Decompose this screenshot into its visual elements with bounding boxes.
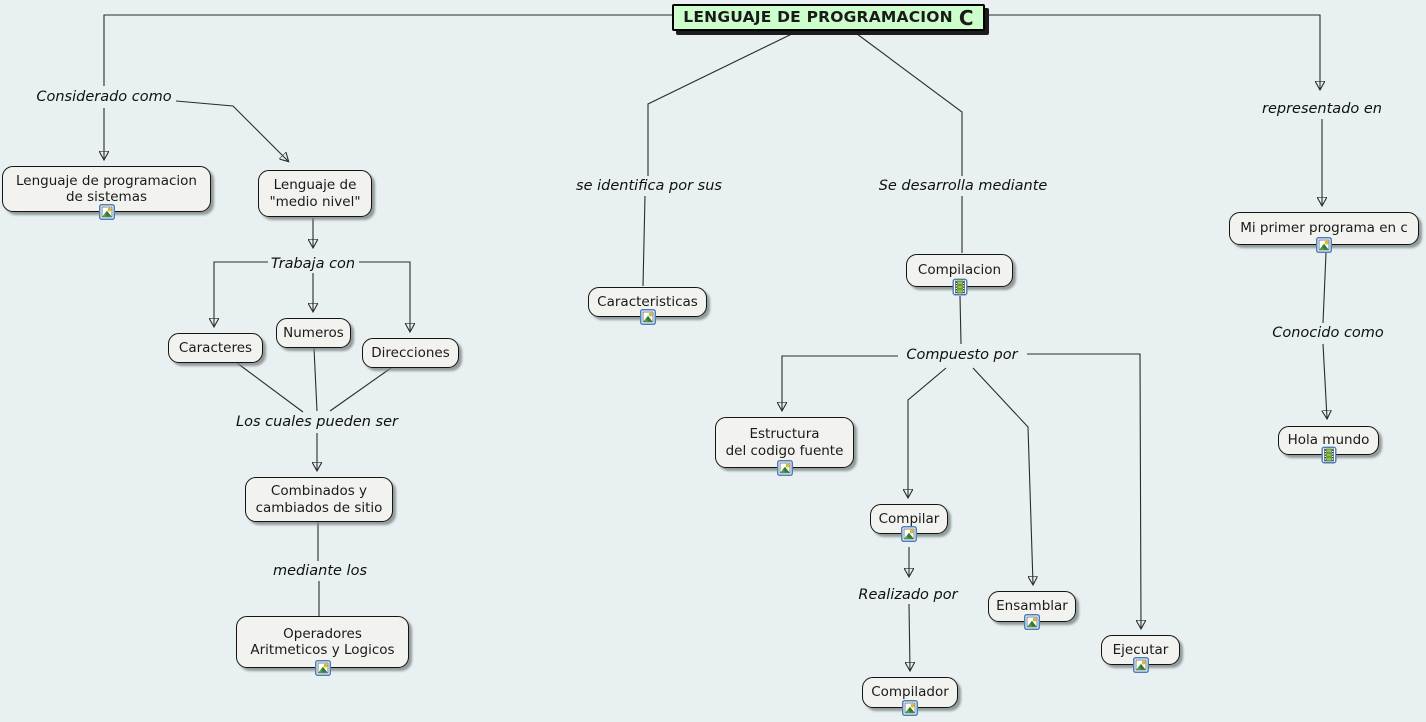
image-resource-icon[interactable]: [902, 700, 918, 716]
node-compilacion[interactable]: Compilacion: [906, 254, 1013, 287]
node-text: Aritmeticos y Logicos: [250, 642, 395, 658]
node-compilador[interactable]: Compilador: [862, 677, 958, 708]
image-resource-icon[interactable]: [901, 526, 917, 542]
node-text: cambiados de sitio: [255, 499, 383, 516]
node-ejecutar[interactable]: Ejecutar: [1101, 635, 1180, 665]
link-label-los-cuales-pueden-ser[interactable]: Los cuales pueden ser: [236, 414, 398, 430]
link-label-se-desarrolla-mediante[interactable]: Se desarrolla mediante: [878, 178, 1048, 194]
node-text: Ensamblar: [996, 598, 1068, 615]
node-text: Ejecutar: [1112, 641, 1169, 658]
link-label-conocido-como[interactable]: Conocido como: [1272, 325, 1384, 341]
link-label-compuesto-por[interactable]: Compuesto por: [906, 347, 1018, 363]
image-resource-icon[interactable]: [1316, 237, 1332, 253]
node-text: "medio nivel": [269, 193, 361, 210]
node-caracteristicas[interactable]: Caracteristicas: [588, 287, 707, 317]
node-direcciones[interactable]: Direcciones: [362, 338, 459, 368]
node-text: Mi primer programa en c: [1240, 220, 1408, 237]
node-text: Combinados y: [270, 483, 368, 500]
node-lenguaje-de-programacion-de-sistemas[interactable]: Lenguaje de programacion de sistemas: [2, 166, 211, 212]
video-resource-icon[interactable]: [952, 278, 967, 296]
node-text: Direcciones: [371, 344, 450, 361]
image-resource-icon[interactable]: [1133, 657, 1149, 673]
node-numeros[interactable]: Numeros: [276, 318, 351, 348]
node-operadores-aritmeticos-y-logicos[interactable]: Operadores Aritmeticos y Logicos: [236, 616, 409, 668]
link-label-mediante-los[interactable]: mediante los: [272, 563, 368, 579]
node-hola-mundo[interactable]: Hola mundo: [1278, 426, 1379, 455]
image-resource-icon[interactable]: [1024, 614, 1040, 630]
node-text: Caracteres: [178, 339, 253, 356]
node-combinados-y-cambiados-de-sitio[interactable]: Combinados y cambiados de sitio: [245, 477, 393, 522]
node-text: Compilacion: [917, 262, 1002, 279]
node-text: Compilador: [871, 684, 949, 701]
link-label-considerado-como[interactable]: Considerado como: [36, 89, 172, 105]
node-lenguaje-de-programacion-c[interactable]: LENGUAJE DE PROGRAMACION C: [672, 4, 985, 31]
link-label-se-identifica-por-sus[interactable]: se identifica por sus: [576, 178, 722, 194]
node-text: del codigo fuente: [725, 442, 844, 459]
node-text: Estructura: [749, 426, 820, 443]
title-letter-c: C: [958, 5, 974, 30]
link-label-representado-en[interactable]: representado en: [1261, 101, 1383, 117]
node-text: Compilar: [878, 510, 940, 527]
node-lenguaje-de-medio-nivel[interactable]: Lenguaje de "medio nivel": [258, 170, 372, 217]
video-resource-icon[interactable]: [1321, 446, 1336, 464]
image-resource-icon[interactable]: [777, 460, 793, 476]
link-label-realizado-por[interactable]: Realizado por: [858, 587, 958, 603]
image-resource-icon[interactable]: [640, 309, 656, 325]
node-text: Numeros: [283, 324, 344, 341]
node-caracteres[interactable]: Caracteres: [168, 333, 263, 363]
node-compilar[interactable]: Compilar: [870, 504, 948, 534]
node-text: Lenguaje de: [273, 177, 357, 194]
node-mi-primer-programa-en-c[interactable]: Mi primer programa en c: [1229, 212, 1419, 245]
node-estructura-del-codigo-fuente[interactable]: Estructura del codigo fuente: [715, 417, 854, 468]
node-text: Operadores: [283, 625, 362, 642]
image-resource-icon[interactable]: [99, 204, 115, 220]
image-resource-icon[interactable]: [315, 660, 331, 676]
node-text: de sistemas: [65, 189, 148, 205]
node-text: Caracteristicas: [597, 293, 698, 310]
node-ensamblar[interactable]: Ensamblar: [988, 591, 1076, 622]
node-text: Lenguaje de programacion: [16, 172, 197, 189]
title-text: LENGUAJE DE PROGRAMACION: [683, 8, 953, 27]
node-text: Hola mundo: [1287, 432, 1370, 449]
link-label-trabaja-con[interactable]: Trabaja con: [270, 256, 356, 272]
